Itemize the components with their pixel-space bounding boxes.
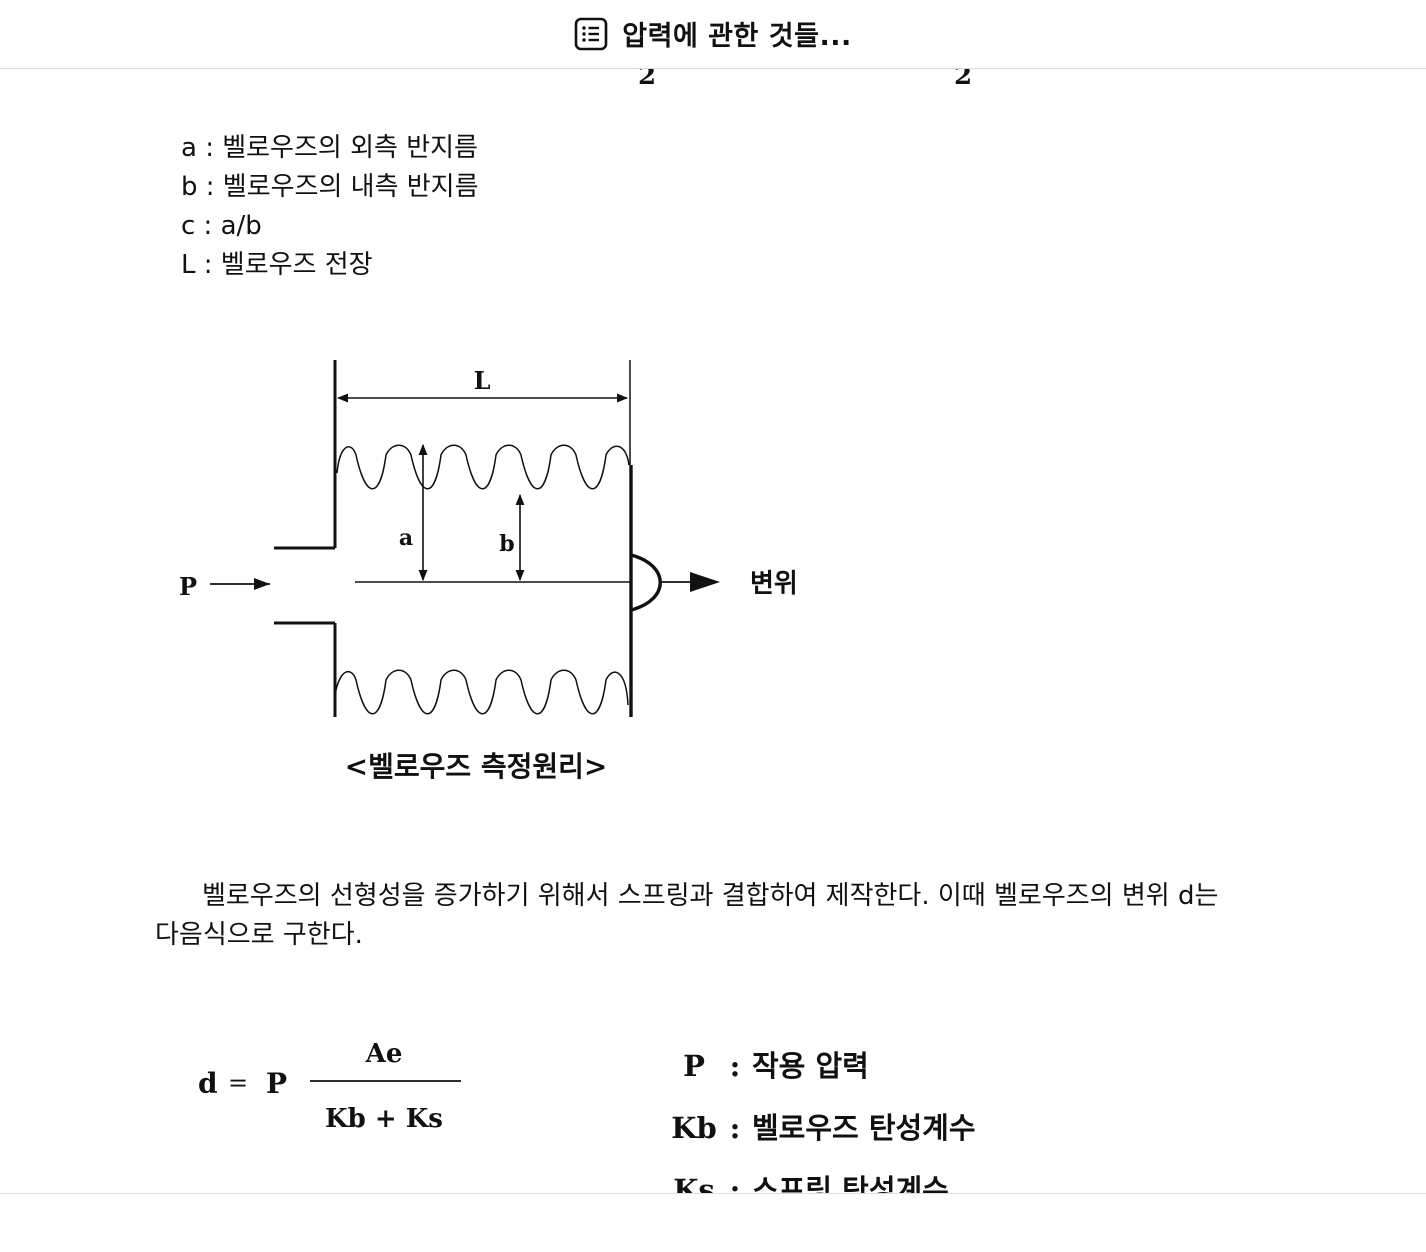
bellows-top-wave: [336, 444, 630, 490]
definition-c: c : a/b: [181, 211, 262, 241]
definition-L: L : 벨로우즈 전장: [181, 250, 373, 280]
superscript-two: 2: [638, 69, 657, 91]
legend-symbol: Ks: [673, 1173, 715, 1193]
displacement-arrowhead: [690, 572, 720, 592]
pressure-input-arrowhead: [254, 578, 270, 590]
label-P: P: [179, 572, 197, 601]
formula-p: P: [266, 1067, 287, 1100]
legend-description: 벨로우즈 탄성계수: [752, 1111, 976, 1145]
output-cap: [630, 553, 662, 612]
list-icon[interactable]: [574, 17, 608, 51]
legend-row: Ks : 스프링 탄성계수: [670, 1168, 976, 1193]
label-b: b: [499, 531, 514, 557]
definition-b: b : 벨로우즈의 내측 반지름: [181, 172, 479, 202]
document-content: 2 2 a : 벨로우즈의 외측 반지름 b : 벨로우즈의 내측 반지름 c …: [0, 69, 1426, 1193]
header-bar: 압력에 관한 것들...: [0, 0, 1426, 69]
legend-colon: :: [729, 1173, 741, 1193]
label-a: a: [399, 525, 413, 551]
formula-equals: =: [228, 1069, 248, 1097]
formula-lhs: d: [198, 1067, 218, 1100]
legend-description: 작용 압력: [752, 1049, 869, 1083]
definition-a: a : 벨로우즈의 외측 반지름: [181, 133, 478, 163]
formula-denominator: Kb + Ks: [325, 1104, 443, 1134]
diagram-caption: <벨로우즈 측정원리>: [345, 750, 608, 783]
legend-colon: :: [729, 1111, 741, 1145]
legend-row: P : 작용 압력: [670, 1044, 976, 1106]
superscript-two: 2: [954, 69, 973, 91]
bottom-toolbar: [0, 1193, 1426, 1252]
formula-legend: P : 작용 압력 Kb : 벨로우즈 탄성계수 Ks : 스프링 탄성계수: [670, 1044, 976, 1193]
bellows-bottom-wave: [334, 669, 629, 715]
label-displacement: 변위: [750, 569, 798, 599]
bellows-diagram: L a b P 변위 <벨로우즈 측정원리>: [179, 360, 798, 783]
paragraph-text: 벨로우즈의 선형성을 증가하기 위해서 스프링과 결합하여 제작한다. 이때 벨…: [155, 881, 1219, 950]
label-L: L: [474, 366, 491, 395]
legend-symbol: P: [683, 1049, 705, 1083]
legend-description: 스프링 탄성계수: [752, 1173, 949, 1193]
displacement-formula: d = P Ae Kb + Ks: [198, 1039, 461, 1134]
legend-symbol: Kb: [671, 1111, 717, 1145]
page-title: 압력에 관한 것들...: [622, 20, 852, 52]
formula-numerator: Ae: [365, 1039, 403, 1069]
legend-colon: :: [729, 1049, 741, 1083]
variable-definitions: a : 벨로우즈의 외측 반지름 b : 벨로우즈의 내측 반지름 c : a/…: [181, 129, 479, 285]
body-paragraph: 벨로우즈의 선형성을 증가하기 위해서 스프링과 결합하여 제작한다. 이때 벨…: [155, 877, 1245, 955]
legend-row: Kb : 벨로우즈 탄성계수: [670, 1106, 976, 1168]
